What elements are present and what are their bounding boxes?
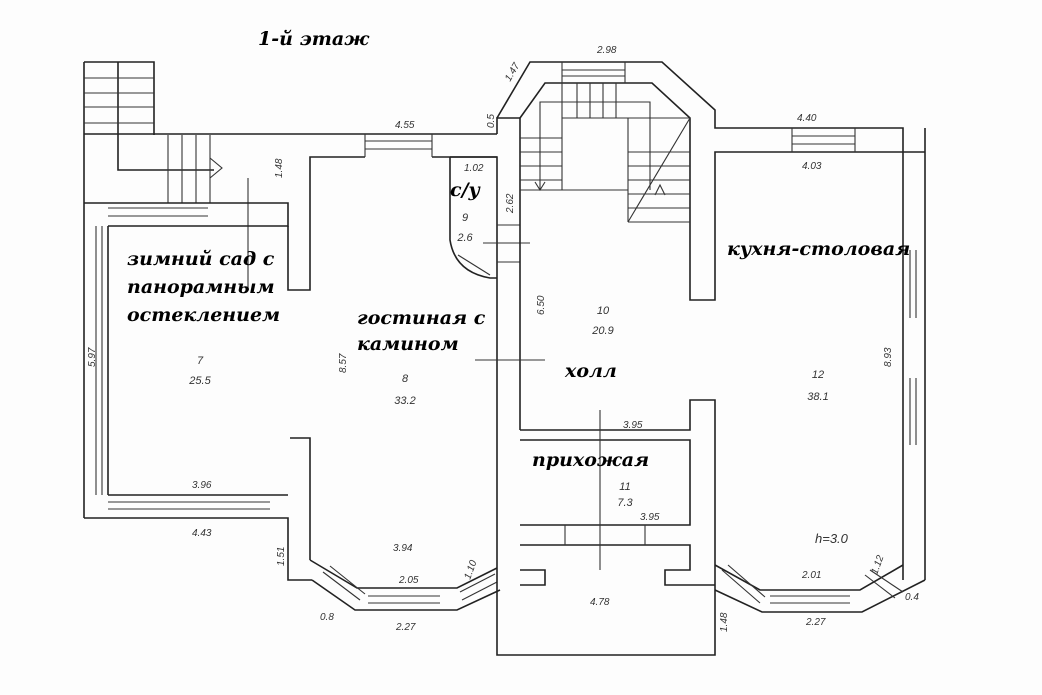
- dimension: 3.96: [192, 480, 212, 491]
- dimension: 0.4: [905, 592, 919, 603]
- room-number: 12: [812, 369, 824, 381]
- room-label-hall: холл: [564, 360, 617, 382]
- room-label-kitchen: кухня-столовая: [727, 238, 910, 260]
- dimension: 4.55: [395, 120, 415, 131]
- dimension: 2.62: [505, 193, 516, 214]
- dimension: 2.27: [395, 622, 416, 633]
- room-area: 33.2: [394, 395, 415, 407]
- ceiling-height: h=3.0: [815, 531, 849, 546]
- room-number: 9: [462, 212, 468, 224]
- dimension: 8.57: [338, 353, 349, 373]
- dimension: 4.40: [797, 113, 817, 124]
- dimension: 3.95: [640, 512, 660, 523]
- dimension: 3.95: [623, 420, 643, 431]
- dimension: 6.50: [536, 295, 547, 315]
- room-label-living-1: гостиная с: [357, 307, 486, 329]
- dimension: 5.97: [87, 347, 98, 367]
- dimension: 1.51: [276, 547, 287, 566]
- room-label-winter-garden-3: остеклением: [127, 304, 280, 326]
- dimension: 4.43: [192, 528, 212, 539]
- room-number: 10: [597, 305, 610, 317]
- floor-title: 1-й этаж: [258, 28, 370, 50]
- room-area: 25.5: [188, 375, 211, 387]
- dimension: 2.98: [596, 45, 617, 56]
- room-area: 2.6: [456, 232, 473, 244]
- room-label-winter-garden-2: панорамным: [127, 276, 275, 298]
- room-area: 38.1: [807, 391, 828, 403]
- walls: [83, 61, 926, 656]
- dimension: 3.94: [393, 543, 413, 554]
- room-area: 7.3: [617, 497, 633, 509]
- room-number: 11: [619, 481, 630, 493]
- dimension: 0.8: [320, 612, 334, 623]
- room-label-living-2: камином: [357, 333, 459, 355]
- room-label-entrance: прихожая: [532, 449, 649, 471]
- dimension: 4.03: [802, 161, 822, 172]
- dimension: 2.01: [801, 570, 821, 581]
- dimension: 1.02: [464, 163, 484, 174]
- dimension: 2.05: [398, 575, 419, 586]
- room-area: 20.9: [591, 325, 613, 337]
- dimension: 1.48: [274, 158, 285, 178]
- room-number: 7: [197, 355, 204, 367]
- room-label-winter-garden-1: зимний сад с: [127, 248, 275, 270]
- dimension: 2.27: [805, 617, 826, 628]
- dimension: 0.5: [486, 114, 497, 128]
- dimension: 4.78: [590, 597, 610, 608]
- dimension: 1.48: [719, 612, 730, 632]
- room-label-wc: с/у: [450, 179, 482, 201]
- room-number: 8: [402, 373, 409, 385]
- dimension: 8.93: [883, 347, 894, 367]
- dimension: 1.12: [869, 554, 886, 576]
